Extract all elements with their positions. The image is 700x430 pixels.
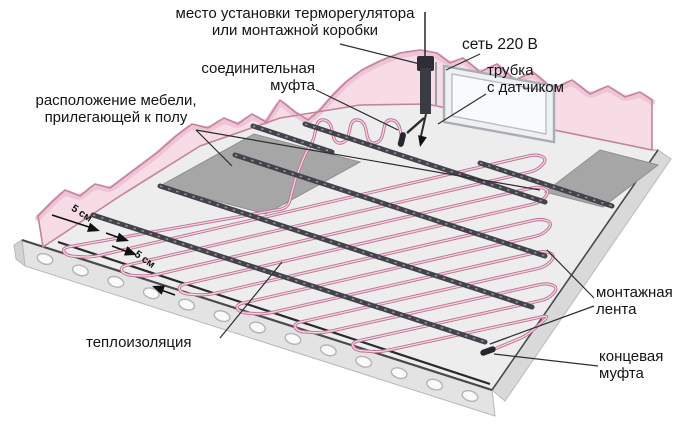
leader-tape-upper (546, 249, 595, 299)
conduit-riser (420, 68, 431, 114)
leader-tape-lower (489, 305, 595, 345)
leader-sensor-tube (437, 93, 487, 125)
insulation-hole (390, 367, 408, 380)
sensor-arrow (418, 135, 427, 147)
label-furniture-placement: расположение мебели, прилегающей к полу (5, 92, 227, 126)
dim1-line-a (51, 214, 93, 229)
insulation-hole (142, 287, 160, 300)
slab-left-face (13, 239, 26, 268)
furniture-area-left (158, 133, 362, 215)
dim2-arrow-a (124, 246, 137, 256)
mounting-tape-slots (234, 154, 546, 257)
label-end-coupling: концевая муфта (599, 348, 663, 382)
label-sensor-line2: с датчиком (487, 79, 564, 97)
label-coupling-line1: соединительная (201, 60, 315, 77)
dim2-line-a (111, 245, 129, 253)
label-connecting-coupling: соединительная муфта (150, 60, 315, 94)
window-frame (442, 64, 556, 144)
dim1-arrow-a (87, 222, 100, 232)
insulation-hole (71, 264, 89, 277)
leader-insulation (219, 261, 283, 339)
label-thermostat-line2: или монтажной коробки (211, 22, 379, 40)
cable-core (62, 119, 557, 353)
leader-furniture-left (195, 129, 233, 167)
insulation-hole (36, 252, 54, 266)
insulation-hole (355, 355, 373, 368)
mounting-tape (302, 121, 548, 205)
heating-cable (62, 118, 558, 354)
insulation-hole (426, 378, 444, 391)
label-endcoupling-line1: концевая (599, 348, 664, 365)
insulation-hole (319, 344, 337, 357)
floor-right-edge (491, 149, 659, 391)
mounting-tape-slots (479, 162, 613, 207)
conduit-box (417, 56, 434, 71)
mounting-tape-slots (252, 125, 333, 153)
leader-furniture-right (195, 129, 541, 191)
leader-end-coupling (493, 353, 599, 367)
insulation-hole (284, 332, 302, 345)
dim2-arrow-b (152, 285, 165, 295)
end-coupling-body (480, 346, 496, 356)
label-insulation-text: теплоизоляция (86, 334, 192, 351)
label-power-220v: сеть 220 В (462, 36, 538, 54)
label-thermostat-line1: место установки терморегулятора (175, 5, 415, 22)
thermostat-conduit (397, 12, 496, 356)
wall-torn-rim (35, 49, 655, 221)
label-tape-line2: лента (596, 301, 637, 319)
dim1-arrow-b (116, 232, 129, 242)
label-coupling-line2: муфта (270, 77, 315, 95)
insulation-hole (249, 321, 266, 334)
label-endcoupling-line2: муфта (599, 365, 644, 383)
dimension-marks (51, 214, 176, 296)
wall-outline (37, 49, 653, 248)
label-furniture-line1: расположение мебели, (35, 92, 197, 109)
sensor-lead-line (420, 113, 427, 137)
cold-lead-line (406, 117, 425, 134)
label-sensor-line1: трубка (487, 62, 534, 79)
insulation-hole (461, 389, 479, 403)
mounting-tapes (90, 121, 615, 345)
leader-thermostat (339, 43, 421, 65)
label-sensor-tube: трубка с датчиком (487, 62, 564, 96)
label-furniture-line2: прилегающей к полу (44, 109, 188, 127)
insulation-hole (107, 275, 125, 288)
label-power-text: сеть 220 В (462, 36, 538, 53)
insulation-hole (213, 310, 231, 323)
label-mounting-tape: монтажная лента (596, 284, 673, 318)
window-inner-pane (451, 73, 547, 135)
insulation-hole (178, 298, 196, 311)
leader-power (445, 53, 481, 71)
mounting-tape-slots (159, 185, 533, 308)
label-thermostat-location: место установки терморегулятора или монт… (140, 5, 450, 39)
label-insulation: теплоизоляция (86, 334, 192, 351)
leader-lines (195, 43, 599, 367)
leader-coupling (315, 89, 399, 131)
connecting-coupling-body (397, 132, 406, 147)
dim2-line-b (160, 289, 176, 296)
mounting-tape-slots (92, 214, 486, 343)
label-tape-line1: монтажная (596, 284, 673, 301)
slab-layer (13, 149, 672, 417)
